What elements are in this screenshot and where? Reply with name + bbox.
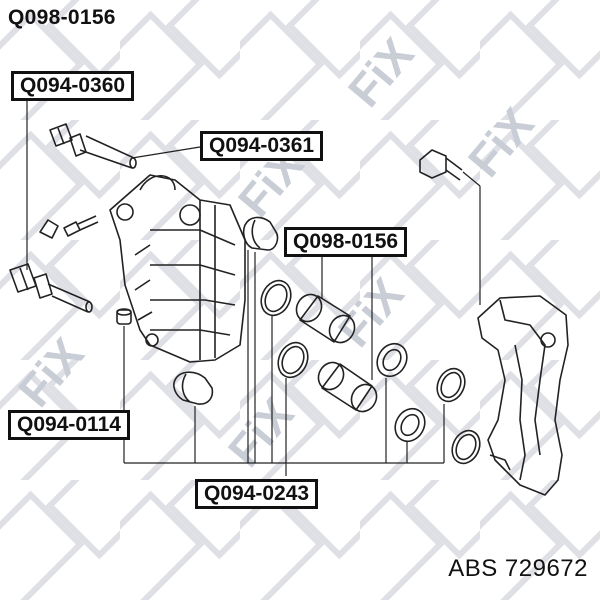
piston-upper bbox=[295, 293, 356, 344]
callout-q094-0360: Q094-0360 bbox=[11, 71, 135, 101]
dust-boot-left bbox=[173, 371, 214, 405]
header-part-number: Q098-0156 bbox=[8, 6, 116, 29]
dust-boot-right bbox=[242, 216, 279, 251]
caliper-bracket bbox=[477, 295, 569, 496]
guide-pin-upper bbox=[49, 123, 137, 169]
callout-q094-0243: Q094-0243 bbox=[195, 479, 319, 509]
bushing bbox=[116, 308, 132, 325]
footer-reference: ABS 729672 bbox=[448, 555, 588, 582]
callout-q098-0156: Q098-0156 bbox=[284, 227, 408, 257]
caliper-body bbox=[109, 174, 246, 363]
guide-pin-lower bbox=[9, 263, 93, 313]
bleeder-screw bbox=[39, 215, 99, 239]
piston-lower bbox=[317, 361, 378, 413]
callout-q094-0361: Q094-0361 bbox=[200, 131, 324, 161]
callout-q094-0114: Q094-0114 bbox=[8, 410, 130, 440]
bracket-bolt bbox=[419, 149, 463, 181]
piston-seals bbox=[376, 342, 426, 443]
seal-rings bbox=[260, 279, 481, 465]
caliper-drawing bbox=[9, 123, 569, 496]
leader-lines bbox=[26, 100, 481, 476]
